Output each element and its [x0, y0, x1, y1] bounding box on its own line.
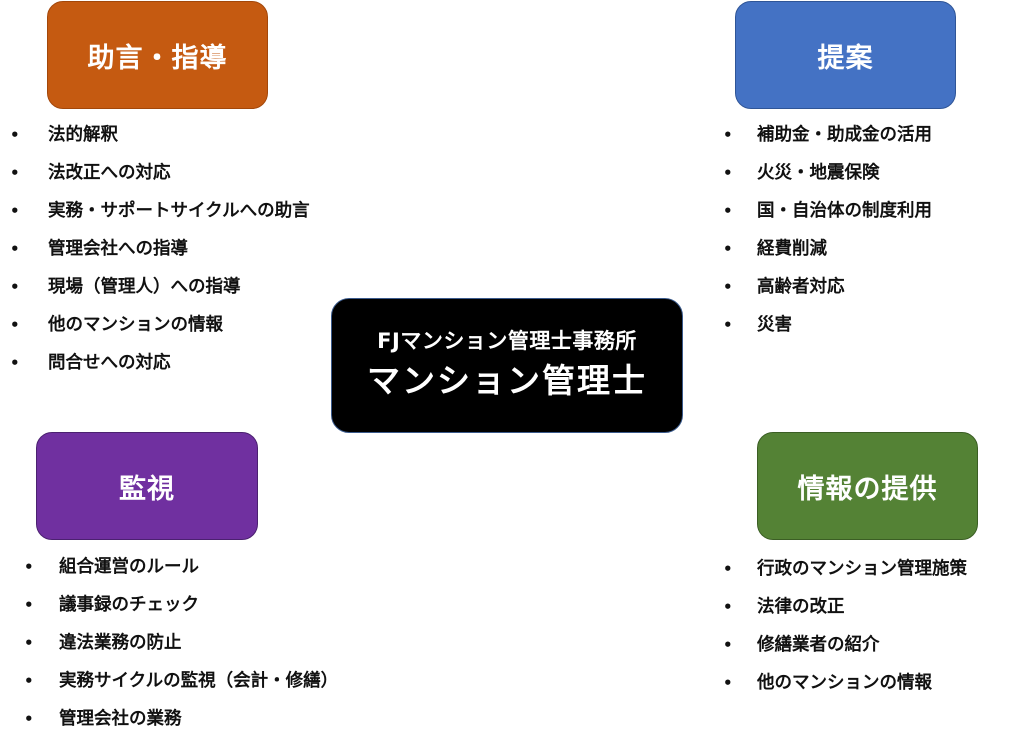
- proposal-item-label: 国・自治体の制度利用: [757, 201, 932, 221]
- proposal-item-label: 災害: [757, 315, 792, 335]
- proposal-list-item: • 火災・地震保険: [723, 154, 932, 192]
- bullet-icon: •: [24, 672, 34, 690]
- monitoring-item-label: 組合運営のルール: [59, 557, 199, 577]
- bullet-icon: •: [24, 596, 34, 614]
- bullet-icon: •: [10, 316, 20, 334]
- proposal-list-item: • 災害: [723, 306, 932, 344]
- information-label: 情報の提供: [797, 473, 938, 505]
- bullet-icon: •: [723, 202, 733, 220]
- bullet-icon: •: [10, 202, 20, 220]
- bullet-icon: •: [723, 636, 733, 654]
- center-subtitle: FJマンション管理士事務所: [377, 328, 637, 353]
- advice-list-item: • 法改正への対応: [10, 154, 310, 192]
- bullet-icon: •: [10, 240, 20, 258]
- bullet-icon: •: [723, 278, 733, 296]
- proposal-list-item: • 高齢者対応: [723, 268, 932, 306]
- bullet-icon: •: [723, 316, 733, 334]
- bullet-icon: •: [10, 164, 20, 182]
- advice-list-item: • 法的解釈: [10, 116, 310, 154]
- proposal-item-label: 経費削減: [757, 239, 827, 259]
- monitoring-label: 監視: [119, 473, 175, 505]
- information-item-label: 行政のマンション管理施策: [757, 559, 967, 579]
- proposal-list-item: • 国・自治体の制度利用: [723, 192, 932, 230]
- monitoring-item-label: 管理会社の業務: [59, 709, 182, 729]
- monitoring-item-label: 違法業務の防止: [59, 633, 182, 653]
- monitoring-item-label: 議事録のチェック: [59, 595, 199, 615]
- bullet-icon: •: [24, 710, 34, 728]
- information-list-item: • 他のマンションの情報: [723, 664, 967, 702]
- advice-item-label: 実務・サポートサイクルへの助言: [48, 201, 310, 221]
- bullet-icon: •: [10, 354, 20, 372]
- proposal-list-item: • 経費削減: [723, 230, 932, 268]
- advice-item-label: 他のマンションの情報: [48, 315, 223, 335]
- bullet-icon: •: [723, 674, 733, 692]
- bullet-icon: •: [723, 164, 733, 182]
- center-box: FJマンション管理士事務所 マンション管理士: [331, 298, 683, 433]
- monitoring-list-item: • 議事録のチェック: [24, 586, 338, 624]
- center-title: マンション管理士: [367, 360, 647, 400]
- information-item-label: 他のマンションの情報: [757, 673, 932, 693]
- bullet-icon: •: [723, 126, 733, 144]
- advice-box: 助言・指導: [47, 1, 268, 109]
- advice-list-item: • 他のマンションの情報: [10, 306, 310, 344]
- advice-list: • 法的解釈 • 法改正への対応 • 実務・サポートサイクルへの助言 • 管理会社への指導 • 現…: [10, 116, 310, 382]
- information-list-item: • 法律の改正: [723, 588, 967, 626]
- proposal-item-label: 補助金・助成金の活用: [757, 125, 932, 145]
- advice-list-item: • 現場（管理人）への指導: [10, 268, 310, 306]
- information-list-item: • 行政のマンション管理施策: [723, 550, 967, 588]
- bullet-icon: •: [723, 598, 733, 616]
- advice-item-label: 現場（管理人）への指導: [48, 277, 241, 297]
- information-list: • 行政のマンション管理施策 • 法律の改正 • 修繕業者の紹介 • 他のマンションの情報: [723, 550, 967, 702]
- proposal-item-label: 高齢者対応: [757, 277, 845, 297]
- bullet-icon: •: [24, 558, 34, 576]
- advice-list-item: • 管理会社への指導: [10, 230, 310, 268]
- advice-item-label: 問合せへの対応: [48, 353, 171, 373]
- advice-list-item: • 問合せへの対応: [10, 344, 310, 382]
- monitoring-list: • 組合運営のルール • 議事録のチェック • 違法業務の防止 • 実務サイクルの監視（会計・…: [24, 548, 339, 738]
- information-box: 情報の提供: [757, 432, 978, 540]
- monitoring-list-item: • 実務サイクルの監視（会計・修繕）: [24, 662, 339, 700]
- information-item-label: 修繕業者の紹介: [757, 635, 880, 655]
- monitoring-list-item: • 管理会社の業務: [24, 700, 338, 738]
- bullet-icon: •: [10, 278, 20, 296]
- advice-list-item: • 実務・サポートサイクルへの助言: [10, 192, 310, 230]
- monitoring-list-item: • 組合運営のルール: [24, 548, 338, 586]
- bullet-icon: •: [723, 560, 733, 578]
- proposal-label: 提案: [817, 42, 874, 74]
- proposal-list: • 補助金・助成金の活用 • 火災・地震保険 • 国・自治体の制度利用 • 経費削減 • 高齢者対…: [723, 116, 932, 344]
- monitoring-item-label: 実務サイクルの監視（会計・修繕）: [59, 671, 339, 691]
- bullet-icon: •: [24, 634, 34, 652]
- bullet-icon: •: [723, 240, 733, 258]
- information-item-label: 法律の改正: [757, 597, 845, 617]
- advice-item-label: 法改正への対応: [48, 163, 171, 183]
- bullet-icon: •: [10, 126, 20, 144]
- monitoring-list-item: • 違法業務の防止: [24, 624, 338, 662]
- advice-label: 助言・指導: [87, 42, 228, 74]
- proposal-item-label: 火災・地震保険: [757, 163, 880, 183]
- proposal-box: 提案: [735, 1, 956, 109]
- proposal-list-item: • 補助金・助成金の活用: [723, 116, 932, 154]
- information-list-item: • 修繕業者の紹介: [723, 626, 967, 664]
- advice-item-label: 管理会社への指導: [48, 239, 188, 259]
- monitoring-box: 監視: [36, 432, 258, 540]
- advice-item-label: 法的解釈: [48, 125, 118, 145]
